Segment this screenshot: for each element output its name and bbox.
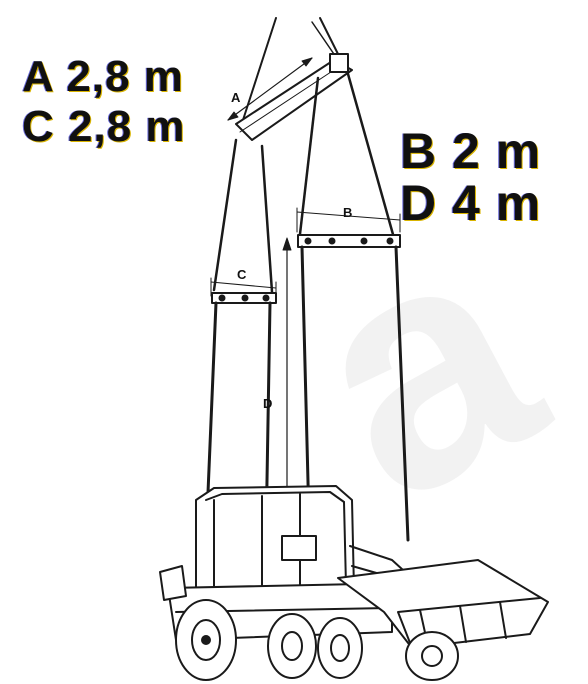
spreader-bar-a xyxy=(235,59,353,141)
dimension-b-label: B 2 m xyxy=(400,123,542,179)
front-wheel-left xyxy=(267,613,317,679)
label-a-small: A xyxy=(231,90,241,105)
front-wheel-right xyxy=(317,617,363,679)
dimension-d-label: D 4 m xyxy=(400,175,542,231)
label-d-small: D xyxy=(263,396,273,411)
far-wheel xyxy=(405,631,459,681)
hook-cable-left xyxy=(242,17,277,121)
loader-bucket xyxy=(337,559,549,649)
rear-wheel xyxy=(175,599,237,681)
dimension-a-arrow xyxy=(227,57,313,121)
dimension-c-label: C 2,8 m xyxy=(22,102,186,151)
label-b-small: B xyxy=(343,205,353,220)
label-c-small: C xyxy=(237,267,247,282)
dimension-a-label: A 2,8 m xyxy=(22,52,184,101)
spreader-bar-b xyxy=(297,234,401,248)
